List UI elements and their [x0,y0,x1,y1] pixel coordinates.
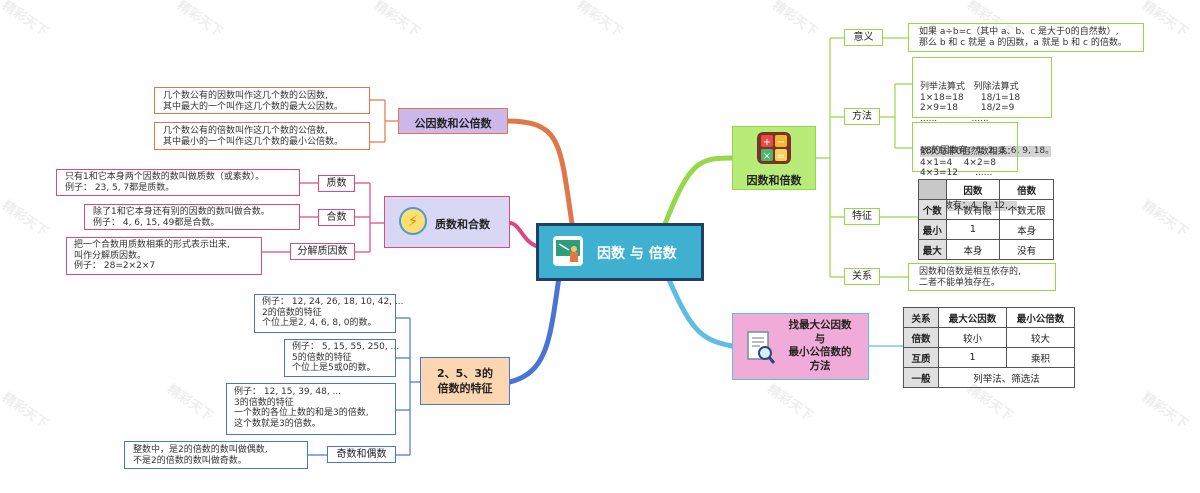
feature-label[interactable]: 特征 [844,208,880,225]
table-header: 关系 [903,307,939,328]
svg-text:+: + [763,137,771,148]
central-title: 因数 与 倍数 [597,246,677,262]
prime-note: 只有1和它本身两个因数的数叫做质数（或素数）。 例子： 23, 5, 7都是质数… [56,169,300,196]
composite-note: 除了1和它本身还有别的因数的数叫做合数。 例子： 4, 6, 15, 49都是合… [84,204,300,230]
table-cell: 较小 [938,327,1007,348]
table-header: 最大公因数 [938,307,1007,328]
topic-factors-label: 因数和倍数 [746,174,802,187]
table-row-header: 倍数 [903,327,939,348]
table-cell: 个数无限 [999,199,1054,220]
topic-gcf[interactable]: 公因数和公倍数 [398,108,508,134]
factorization-note: 把一个合数用质数相乘的形式表示出来, 叫作分解质因数。 例子： 28=2×2×7 [66,237,262,275]
topic-gcf-label: 公因数和公倍数 [414,117,492,130]
topic-method-label: 找最大公因数 与 最小公倍数的 方法 [788,319,852,372]
table-row-header: 个数 [918,199,947,220]
table-cell: 没有 [999,239,1054,260]
table-cell: 1 [945,219,1001,240]
lightbulb-icon: ⚡ [399,207,427,235]
topic-divisibility-label: 2、5、3的 倍数的特征 [437,367,493,395]
topic-divisibility[interactable]: 2、5、3的 倍数的特征 [420,357,510,405]
table-cell: 乘积 [1006,347,1075,368]
div3-note: 例子： 12, 15, 39, 48, ... 3的倍数的特征 一个数的各位上数… [226,383,396,435]
multiple-method-examples: 依次与非0自然数相乘： 4×1=4 4×2=8 4×3=12 ...... [920,147,1016,178]
gcf-note-2: 几个数公有的倍数叫作这几个数的公倍数, 其中最小的一个叫作这几个数的最小公倍数。 [154,122,370,150]
table-row: 最小 1 本身 [918,219,1054,240]
topic-prime[interactable]: ⚡ 质数和合数 [384,196,510,248]
table-row: 关系 最大公因数 最小公倍数 [903,307,1075,328]
table-row-header: 一般 [903,367,939,388]
table-header: 因数 [945,179,1001,200]
table-cell: 个数有限 [945,199,1001,220]
svg-text:=: = [777,151,785,162]
factor-method-examples: 列举法算式 列除法算式 1×18=18 18/1=18 2×9=18 18/2=… [920,82,1021,124]
table-cell: 列举法、筛选法 [938,367,1075,388]
div5-note: 例子： 5, 15, 55, 250, ... 5的倍数的特征 个位上是5或0的… [284,339,399,377]
factor-method-note: 列举法算式 列除法算式 1×18=18 18/1=18 2×9=18 18/2=… [912,57,1054,157]
table-cell: 1 [938,347,1007,368]
table-cell: 本身 [945,239,1001,260]
table-row: 一般 列举法、筛选法 [903,367,1075,388]
table-row: 最大 本身 没有 [918,239,1054,260]
topic-prime-label: 质数和合数 [435,218,490,231]
table-row-header: 互质 [903,347,939,368]
prime-label[interactable]: 质数 [318,175,355,192]
method-table: 关系 最大公因数 最小公倍数 倍数 较小 较大 互质 1 乘积 一般 列举法、筛… [903,307,1075,388]
div2-note: 例子： 12, 24, 26, 18, 10, 42, ... 2的倍数的特征 … [254,294,404,333]
odd-even-note: 整数中，是2的倍数的数叫做偶数, 不是2的倍数的数叫做奇数。 [124,441,308,469]
presentation-icon [553,236,583,266]
central-topic[interactable]: 因数 与 倍数 [536,223,704,281]
calculator-icon: + − × = [757,132,791,164]
topic-factors[interactable]: + − × = 因数和倍数 [732,126,816,190]
odd-even-label[interactable]: 奇数和偶数 [327,446,396,463]
svg-text:×: × [763,151,771,162]
table-cell [918,179,947,200]
table-cell: 较大 [1006,327,1075,348]
factor-list: 18的因数有：1, 2, 3, 6, 9, 18。 [920,146,1055,157]
table-row: 互质 1 乘积 [903,347,1075,368]
multiple-method-note: 依次与非0自然数相乘： 4×1=4 4×2=8 4×3=12 ...... 4的… [912,122,1019,211]
table-header: 倍数 [999,179,1054,200]
meaning-note: 如果 a÷b=c（其中 a、b、c 是大于0的自然数）, 那么 b 和 c 就是… [908,23,1144,52]
meaning-label[interactable]: 意义 [844,29,883,46]
relation-note: 因数和倍数是相互依存的, 二者不能单独存在。 [908,263,1056,291]
composite-label[interactable]: 合数 [318,209,355,226]
svg-text:−: − [777,137,785,148]
relation-label[interactable]: 关系 [844,268,880,285]
table-header: 最小公倍数 [1006,307,1075,328]
document-search-icon [745,330,777,366]
table-row-header: 最大 [918,239,947,260]
table-row: 个数 个数有限 个数无限 [918,199,1054,220]
topic-method[interactable]: 找最大公因数 与 最小公倍数的 方法 [732,313,869,380]
gcf-note-1: 几个数公有的因数叫作这几个数的公因数, 其中最大的一个叫作这几个数的最大公因数。 [154,87,370,114]
table-row-header: 最小 [918,219,947,240]
feature-table: 因数 倍数 个数 个数有限 个数无限 最小 1 本身 最大 本身 没有 [918,179,1054,260]
table-row: 因数 倍数 [918,179,1054,200]
method-label[interactable]: 方法 [844,108,880,125]
table-row: 倍数 较小 较大 [903,327,1075,348]
factorization-label[interactable]: 分解质因数 [290,243,355,260]
table-cell: 本身 [999,219,1054,240]
